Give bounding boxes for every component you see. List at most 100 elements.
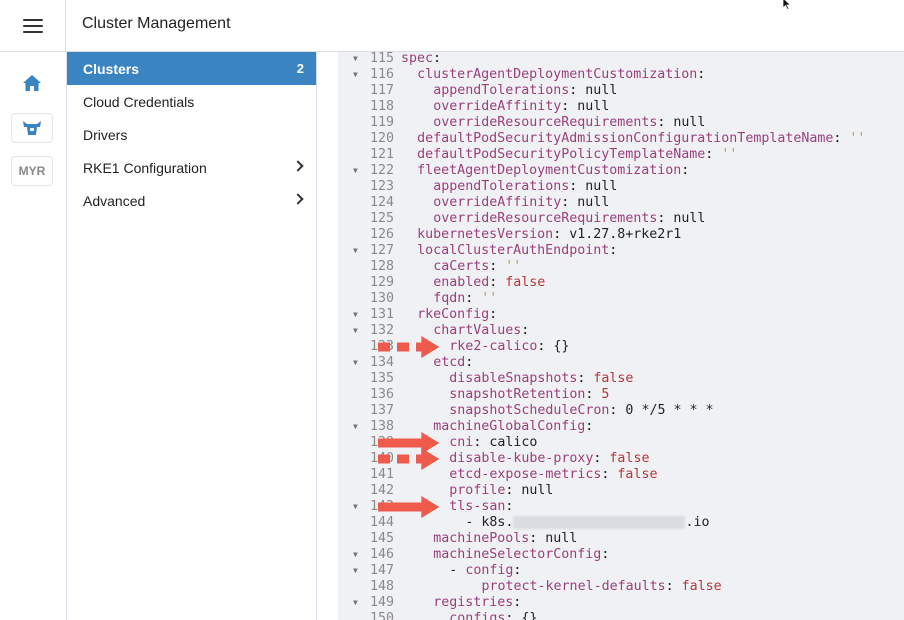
sidebar-item-drivers[interactable]: Drivers	[67, 118, 316, 151]
colon: :	[601, 547, 610, 562]
colon: :	[489, 275, 498, 290]
line-number: 127	[369, 243, 394, 258]
colon: :	[473, 435, 482, 450]
yaml-key: caCerts	[433, 259, 490, 274]
menu-button[interactable]	[0, 0, 66, 52]
yaml-key: kubernetesVersion	[417, 227, 554, 242]
colon: :	[833, 131, 842, 146]
page-title: Cluster Management	[82, 15, 231, 32]
sidebar-item-cloud-credentials[interactable]: Cloud Credentials	[67, 85, 316, 118]
code-text: configs: {}	[449, 611, 537, 620]
code-text: machineSelectorConfig:	[433, 547, 609, 563]
yaml-string: ''	[713, 147, 738, 162]
yaml-key: rke2-calico	[449, 339, 538, 354]
chevron-right-icon	[292, 193, 304, 205]
line-number: 123	[369, 179, 394, 194]
code-text: disableSnapshots: false	[449, 371, 633, 387]
yaml-value: null	[569, 99, 610, 114]
fold-toggle-icon[interactable]: ▼	[353, 566, 358, 575]
home-button[interactable]	[11, 68, 53, 98]
yaml-key: spec	[401, 52, 434, 66]
fold-toggle-icon[interactable]: ▼	[353, 246, 358, 255]
yaml-key: snapshotScheduleCron	[449, 403, 610, 418]
line-number: 147	[369, 563, 394, 578]
cluster-explorer-button[interactable]	[11, 113, 53, 143]
fold-toggle-icon[interactable]: ▼	[353, 358, 358, 367]
yaml-boolean: false	[673, 579, 722, 594]
line-number: 128	[369, 259, 394, 274]
yaml-key: disable-kube-proxy	[449, 451, 594, 466]
sidebar-item-clusters[interactable]: Clusters 2	[67, 52, 316, 85]
line-number: 149	[369, 595, 394, 610]
editor-margin	[318, 52, 338, 620]
colon: :	[505, 499, 514, 514]
code-text: chartValues:	[433, 323, 529, 339]
line-number: 132	[369, 323, 394, 338]
fold-toggle-icon[interactable]: ▼	[353, 598, 358, 607]
colon: :	[505, 611, 514, 620]
code-text: fqdn: ''	[433, 291, 497, 307]
colon: :	[705, 147, 714, 162]
colon: :	[553, 227, 562, 242]
colon: :	[609, 243, 618, 258]
fold-toggle-icon[interactable]: ▼	[353, 550, 358, 559]
colon: :	[433, 52, 442, 66]
fold-toggle-icon[interactable]: ▼	[353, 326, 358, 335]
line-number: 117	[369, 83, 394, 98]
fold-toggle-icon[interactable]: ▼	[353, 166, 358, 175]
code-text: defaultPodSecurityAdmissionConfiguration…	[417, 131, 865, 147]
line-number: 133	[369, 339, 394, 354]
colon: :	[489, 307, 498, 322]
line-number: 119	[369, 115, 394, 130]
sidebar-item-label: Clusters	[83, 60, 140, 77]
line-number: 145	[369, 531, 394, 546]
line-number: 120	[369, 131, 394, 146]
mouse-cursor-icon	[782, 0, 792, 10]
fold-toggle-icon[interactable]: ▼	[353, 70, 358, 79]
fold-toggle-icon[interactable]: ▼	[353, 310, 358, 319]
colon: :	[521, 323, 530, 338]
yaml-key: config	[465, 563, 514, 578]
cow-icon	[23, 121, 41, 135]
yaml-key: rkeConfig	[417, 307, 490, 322]
yaml-number: 5	[593, 387, 610, 402]
code-line: 144- k8s..io	[338, 515, 904, 531]
yaml-value: v1.27.8+rke2r1	[561, 227, 682, 242]
cluster-myr-button[interactable]: MYR	[11, 156, 53, 186]
line-number: 126	[369, 227, 394, 242]
list-item-suffix: .io	[685, 515, 710, 530]
colon: :	[585, 419, 594, 434]
fold-toggle-icon[interactable]: ▼	[353, 422, 358, 431]
colon: :	[697, 67, 706, 82]
yaml-value: null	[537, 531, 578, 546]
code-text: tls-san:	[449, 499, 513, 515]
colon: :	[489, 259, 498, 274]
fold-toggle-icon[interactable]: ▼	[353, 54, 358, 63]
top-bar: Cluster Management	[0, 0, 904, 52]
code-text: snapshotRetention: 5	[449, 387, 609, 403]
colon: :	[609, 403, 618, 418]
code-text: - config:	[449, 563, 521, 579]
line-number: 130	[369, 291, 394, 306]
sidebar-item-advanced[interactable]: Advanced	[67, 184, 316, 217]
line-number: 134	[369, 355, 394, 370]
yaml-value: null	[513, 483, 554, 498]
yaml-key: registries	[433, 595, 514, 610]
code-text: rkeConfig:	[417, 307, 497, 323]
line-number: 139	[369, 435, 394, 450]
fold-toggle-icon[interactable]: ▼	[353, 502, 358, 511]
line-number: 122	[369, 163, 394, 178]
sidebar-item-rke1-configuration[interactable]: RKE1 Configuration	[67, 151, 316, 184]
colon: :	[513, 595, 522, 610]
yaml-key: chartValues	[433, 323, 522, 338]
